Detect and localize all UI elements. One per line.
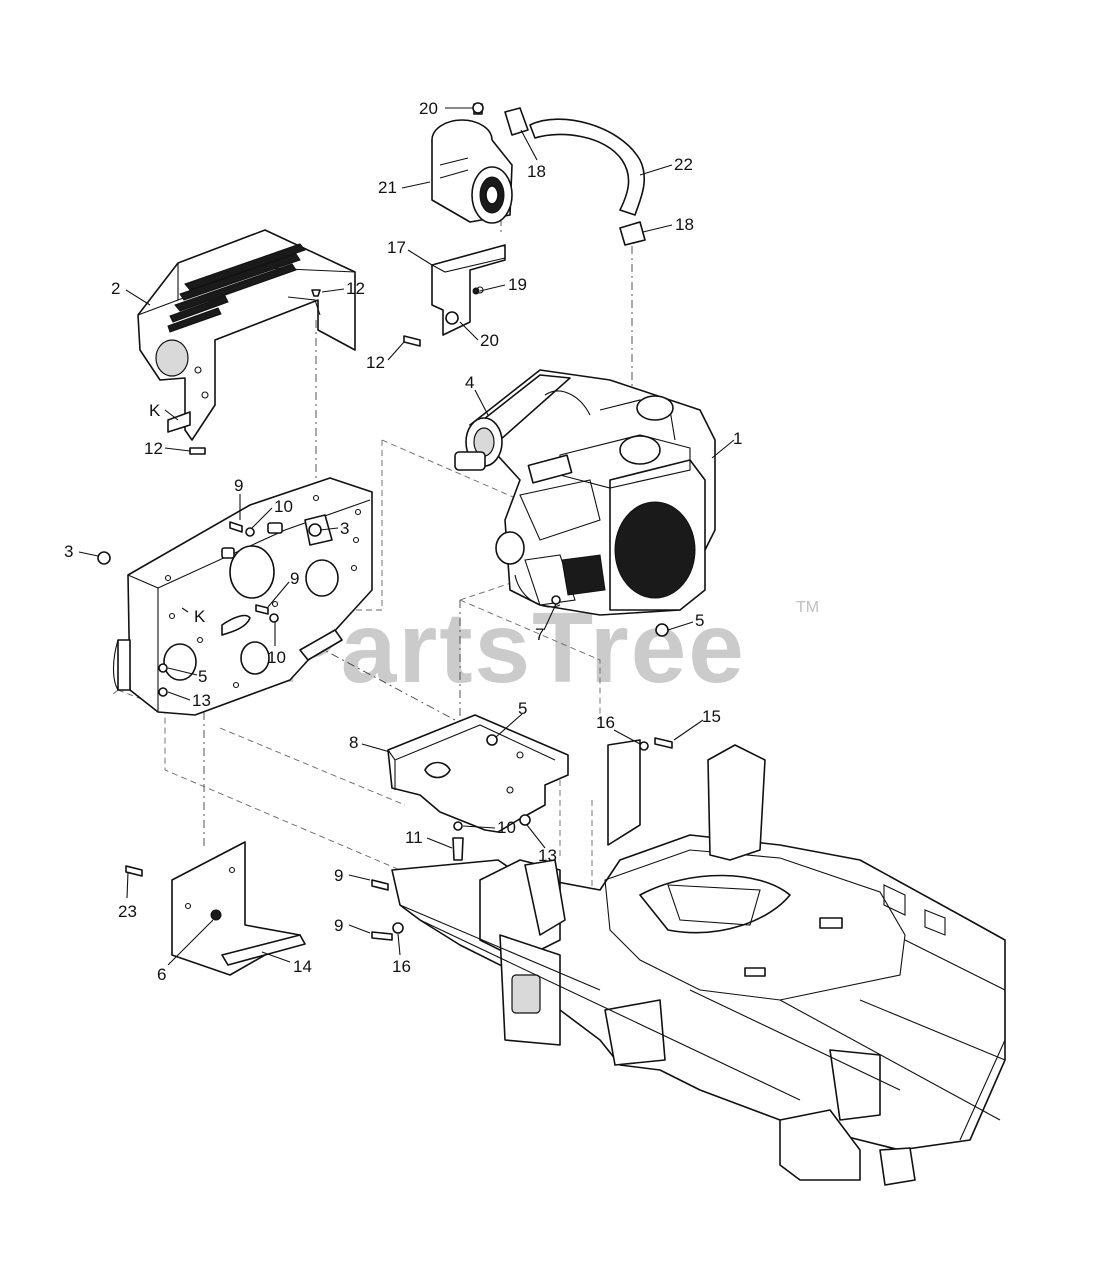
callout-5: 5 <box>695 611 704 630</box>
shroud-panel <box>112 477 373 716</box>
callout-k: K <box>194 607 206 626</box>
callout-16: 16 <box>392 957 411 976</box>
callout-12: 12 <box>144 439 163 458</box>
callout-9: 9 <box>334 916 343 935</box>
callout-17: 17 <box>387 238 406 257</box>
callout-6: 6 <box>157 965 166 984</box>
callout-22: 22 <box>674 155 693 174</box>
callout-8: 8 <box>349 733 358 752</box>
callout-7: 7 <box>535 625 544 644</box>
engine <box>454 369 716 616</box>
callout-20: 20 <box>480 331 499 350</box>
callout-2: 2 <box>111 279 120 298</box>
callout-19: 19 <box>508 275 527 294</box>
bottom-bracket <box>171 841 306 976</box>
callout-3: 3 <box>64 542 73 561</box>
callout-15: 15 <box>702 707 721 726</box>
callout-23: 23 <box>118 902 137 921</box>
air-filter <box>431 103 513 224</box>
callout-18: 18 <box>527 162 546 181</box>
callout-21: 21 <box>378 178 397 197</box>
callout-10: 10 <box>274 497 293 516</box>
callout-11: 11 <box>405 828 423 847</box>
callout-13: 13 <box>192 691 211 710</box>
callout-5: 5 <box>518 699 527 718</box>
filter-bracket <box>431 244 506 336</box>
mower-frame <box>391 739 1006 1186</box>
callout-5: 5 <box>198 667 207 686</box>
callout-13: 13 <box>538 846 557 865</box>
callout-14: 14 <box>293 957 312 976</box>
leader-lines <box>78 107 735 966</box>
callout-4: 4 <box>465 373 474 392</box>
shield-vent-slots <box>167 243 306 333</box>
callout-9: 9 <box>334 866 343 885</box>
intake-hose <box>504 107 646 246</box>
callout-labels: 20 18 22 21 18 17 19 2 12 20 12 4 1 K 12… <box>64 99 742 984</box>
callout-1: 1 <box>733 429 742 448</box>
callout-9: 9 <box>290 569 299 588</box>
callout-10: 10 <box>267 648 286 667</box>
heat-shield <box>137 229 356 441</box>
fasteners <box>97 102 673 941</box>
callout-10: 10 <box>497 818 516 837</box>
watermark-trademark: TM <box>796 599 819 616</box>
callout-12: 12 <box>346 279 365 298</box>
callout-18: 18 <box>675 215 694 234</box>
callout-16: 16 <box>596 713 615 732</box>
callout-3: 3 <box>340 519 349 538</box>
callout-20: 20 <box>419 99 438 118</box>
callout-12: 12 <box>366 353 385 372</box>
mount-plate <box>387 714 569 833</box>
callout-k: K <box>149 401 161 420</box>
callout-9: 9 <box>234 476 243 495</box>
